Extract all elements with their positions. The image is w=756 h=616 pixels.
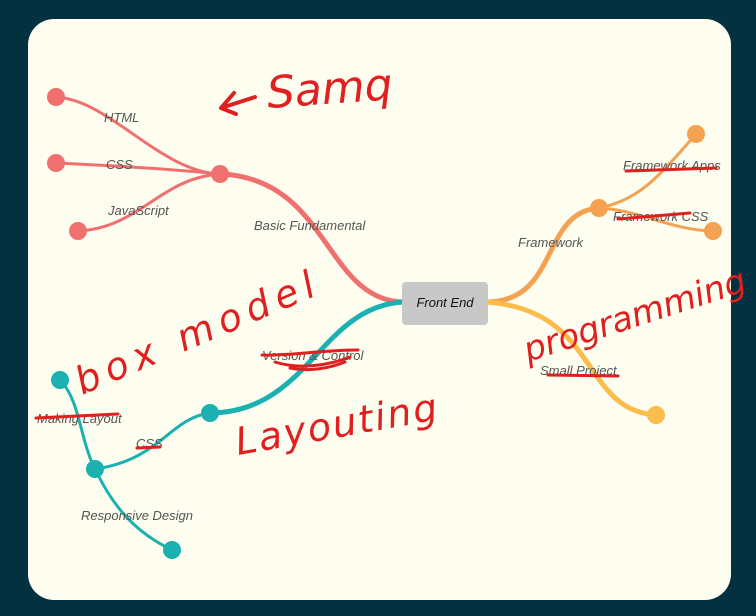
central-label: Front End xyxy=(416,295,474,310)
node-small-project[interactable] xyxy=(647,406,665,424)
connector-basic xyxy=(219,171,408,305)
strike-small-project xyxy=(546,373,620,378)
connector-framework-css xyxy=(598,206,714,233)
label-basic-fundamental: Basic Fundamental xyxy=(254,218,366,233)
node-css[interactable] xyxy=(47,154,65,172)
strike-framework-apps xyxy=(624,166,718,173)
strike-css-sub xyxy=(135,445,162,450)
strike-framework-css xyxy=(616,211,692,221)
label-javascript: JavaScript xyxy=(107,203,170,218)
connector-css-sub xyxy=(94,411,211,471)
node-basic[interactable] xyxy=(211,165,229,183)
node-framework-css[interactable] xyxy=(704,222,722,240)
label-framework: Framework xyxy=(518,235,585,250)
label-css: CSS xyxy=(106,157,133,172)
node-framework-apps[interactable] xyxy=(687,125,705,143)
node-javascript[interactable] xyxy=(69,222,87,240)
node-responsive-design[interactable] xyxy=(163,541,181,559)
annotation-programming: programming xyxy=(517,261,751,371)
connector-css xyxy=(55,161,221,176)
strike-making-layout xyxy=(34,412,120,420)
connector-making-layout xyxy=(58,378,97,470)
arrow-annotation xyxy=(219,91,257,116)
connector-html xyxy=(55,95,221,176)
connector-small-project xyxy=(483,299,659,418)
node-framework[interactable] xyxy=(590,199,608,217)
central-box[interactable] xyxy=(402,282,488,325)
handwriting: Samq box model Layouting programming xyxy=(68,59,751,464)
connector-framework xyxy=(483,205,602,305)
annotation-samq: Samq xyxy=(265,59,394,119)
annotation-layouting: Layouting xyxy=(232,385,442,464)
label-html: HTML xyxy=(104,110,139,125)
strike-version-control xyxy=(260,348,360,372)
label-responsive-design: Responsive Design xyxy=(81,508,193,523)
connector-version xyxy=(207,299,408,416)
connector-responsive-design xyxy=(93,468,173,552)
connector-framework-apps xyxy=(598,133,698,210)
central-node[interactable]: Front End xyxy=(402,282,488,325)
node-version[interactable] xyxy=(201,404,219,422)
mindmap-canvas xyxy=(28,19,731,600)
annotations xyxy=(34,91,718,450)
node-html[interactable] xyxy=(47,88,65,106)
branch-basic-fundamental: HTML CSS JavaScript Basic Fundamental xyxy=(47,88,408,305)
connector-javascript xyxy=(77,172,221,233)
node-making-layout[interactable] xyxy=(51,371,69,389)
node-css-sub[interactable] xyxy=(86,460,104,478)
